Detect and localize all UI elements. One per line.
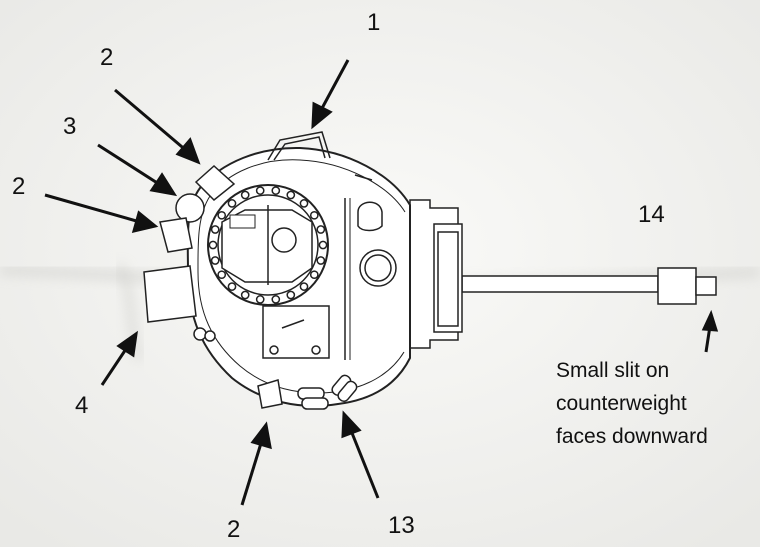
callout-2-top: 2 xyxy=(100,44,113,71)
hatch-bolt xyxy=(299,282,309,291)
hatch-bolt xyxy=(217,270,227,280)
hatch-bolt xyxy=(271,186,281,195)
hatch-bolts xyxy=(208,186,328,304)
gun-mantlet xyxy=(409,199,463,349)
turret-attachments xyxy=(143,164,358,410)
hatch-bolt xyxy=(240,190,250,200)
arrow-4 xyxy=(100,345,130,386)
callout-2-left: 2 xyxy=(12,173,25,200)
hatch-bolt xyxy=(210,256,220,265)
note-line-3: faces downward xyxy=(556,425,708,448)
arrow-2-bottom xyxy=(240,439,264,506)
rear-bin xyxy=(143,265,197,323)
hatch-bolt xyxy=(227,282,237,291)
arrow-13 xyxy=(348,427,380,499)
small-fitting xyxy=(193,327,207,341)
gun-barrel xyxy=(461,267,717,305)
hatch-bolt xyxy=(316,256,326,265)
callout-arrows xyxy=(44,59,719,506)
callout-2-bottom: 2 xyxy=(227,516,240,543)
loader-hatch xyxy=(354,174,397,287)
arrow-1 xyxy=(318,59,350,113)
note-line-1: Small slit on xyxy=(556,359,669,382)
arrow-2-top xyxy=(114,88,189,154)
callout-1: 1 xyxy=(367,9,380,36)
arrow-3 xyxy=(97,143,163,188)
arrow-2-left xyxy=(44,193,141,224)
hatch-bolt xyxy=(255,186,265,195)
hatch-bolt xyxy=(210,225,220,234)
hatch-bolt xyxy=(318,240,328,250)
counterweight xyxy=(657,267,697,305)
callout-14: 14 xyxy=(638,201,665,228)
hatch-bolt xyxy=(309,270,319,280)
callout-13: 13 xyxy=(388,512,415,539)
smoke-launchers xyxy=(297,374,358,410)
grab-handle xyxy=(267,131,331,161)
smoke-canister xyxy=(175,193,205,223)
hatch-bolt xyxy=(286,190,296,200)
hatch-bolt xyxy=(217,210,227,220)
hatch-bolt xyxy=(240,290,250,300)
callout-3: 3 xyxy=(63,113,76,140)
hatch-bolt xyxy=(227,199,237,208)
hatch-bolt xyxy=(309,210,319,220)
rear-plate xyxy=(262,305,330,359)
stowage-box-top xyxy=(194,164,236,202)
hatch-bolt xyxy=(208,240,218,250)
hatch-bolt xyxy=(255,295,265,304)
commander-hatch xyxy=(207,184,329,306)
hatch-bolt xyxy=(316,225,326,234)
hatch-bolt xyxy=(271,295,281,304)
hatch-bolt xyxy=(299,199,309,208)
stowage-box-bottom xyxy=(257,379,283,409)
callout-4: 4 xyxy=(75,392,88,419)
note-line-2: counterweight xyxy=(556,392,687,415)
stowage-box-left xyxy=(159,217,193,253)
hatch-bolt xyxy=(286,290,296,300)
